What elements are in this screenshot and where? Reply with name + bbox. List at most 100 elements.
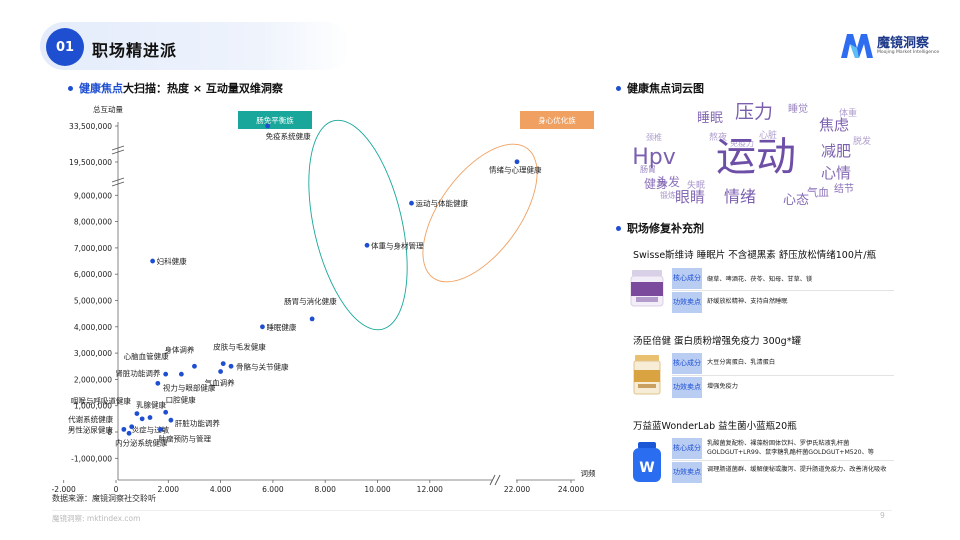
y-tick-label: 0 [107, 428, 112, 437]
x-tick-label: 4,000 [210, 485, 232, 492]
product-name: 万益蓝WonderLab 益生菌小蓝瓶20瓶 [633, 421, 797, 432]
scatter-point [192, 363, 197, 369]
y-tick-label: -1,000,000 [71, 454, 112, 463]
group-tag-gut-label: 肠免平衡族 [256, 115, 294, 125]
word-cloud: 运动Hpv压力焦虑睡眠减肥心情情绪眼睛心态健身头发气血结节睡觉肠胃锻炼失眠免疫力… [632, 101, 871, 208]
cloud-word: 免疫力 [730, 138, 754, 148]
cloud-word: 颈椎 [646, 132, 662, 142]
x-axis-break-mark [489, 474, 501, 486]
footer-divider [52, 510, 892, 511]
scatter-point [260, 324, 265, 330]
y-tick-label: 1,000,000 [74, 402, 112, 411]
point-label: 皮肤与毛发健康 [213, 342, 266, 352]
core-ingredient-text: 乳酸菌复配粉、裸藻粉固体饮料、罗伊氏粘液乳杆菌GOLDGUT+LR99、鼠李糖乳… [707, 440, 874, 456]
point-label: 妇科健康 [157, 256, 187, 266]
y-tick-label: 3,000,000 [74, 349, 112, 358]
point-label: 男性泌尿健康 [68, 424, 113, 434]
cloud-word: 心态 [783, 193, 809, 208]
scatter-point [309, 316, 315, 322]
y-tick-label: 6,000,000 [74, 270, 112, 279]
cloud-word: 肠胃 [640, 165, 656, 174]
scatter-point [178, 371, 184, 377]
function-tag: 功效卖点 [672, 377, 702, 398]
scatter-point [129, 424, 135, 430]
group-tag-mind [520, 111, 594, 129]
section-number-badge: 01 [46, 28, 84, 66]
cloud-word: 结节 [834, 182, 854, 195]
scatter-point [228, 363, 234, 369]
core-ingredient-tag: 核心成分 [672, 353, 702, 374]
x-tick-label: 22,000 [504, 485, 530, 492]
core-ingredient-tag: 核心成分 [672, 438, 702, 459]
group-ellipse-gut [308, 119, 408, 331]
scatter-point [147, 415, 153, 420]
point-label: 身体调养 [164, 344, 194, 354]
cloud-word: 睡觉 [788, 102, 808, 115]
scatter-point [218, 369, 224, 374]
x-tick-label: 12,000 [417, 485, 443, 492]
x-tick-label: 10,000 [364, 485, 390, 492]
logo-text: 魔镜洞察 [877, 36, 930, 51]
scatter-point [155, 380, 161, 386]
point-label: 免疫系统健康 [266, 131, 311, 141]
logo-subtext: Moojing Market Intelligence [877, 50, 940, 55]
section-title-rest: 大扫描：热度 × 互动量双维洞察 [123, 82, 283, 95]
protein-can-icon [633, 355, 661, 395]
y-tick-label: 2,000,000 [74, 375, 112, 384]
cloud-word: 熬夜 [709, 131, 727, 143]
scatter-point [220, 361, 226, 367]
point-label: 视力与眼部健康 [163, 382, 216, 392]
scatter-point [163, 409, 169, 415]
scatter-point [265, 123, 271, 129]
swisse-bottle-icon [630, 270, 664, 307]
core-ingredient-text: 缬草、啤酒花、茯苓、知母、甘草、镁 [707, 276, 813, 283]
scatter-point [364, 242, 370, 248]
tag-divider [672, 290, 894, 291]
x-tick-label: 2,000 [158, 485, 180, 492]
cloud-word: 气血 [807, 185, 829, 199]
point-label: 口腔健康 [166, 394, 196, 404]
cloud-word: 情绪 [724, 187, 756, 206]
group-tag-mind-label: 身心优化族 [538, 115, 576, 125]
y-tick-label: 8,000,000 [74, 218, 112, 227]
point-label: 内分泌系统健康 [115, 437, 168, 447]
cloud-word: 减肥 [821, 142, 851, 160]
point-label: 肝脏功能调养 [175, 418, 220, 428]
scatter-point [168, 417, 174, 423]
tag-divider [672, 375, 894, 376]
tag-divider [672, 460, 894, 461]
y-axis-title: 总互动量 [93, 104, 123, 114]
scatter-point [409, 200, 414, 206]
x-tick-label: 8,000 [314, 485, 336, 492]
scatter-point [121, 426, 127, 432]
section-title-highlight: 健康焦点 [79, 82, 123, 95]
group-tag-gut [238, 111, 312, 129]
cloud-word: 头发 [656, 174, 680, 189]
cloud-word: 压力 [735, 101, 773, 123]
data-source: 数据来源：魔镜洞察社交聆听 [52, 494, 156, 503]
point-label: 肠胃与消化健康 [284, 296, 337, 306]
point-label: 咽喉与呼吸道健康 [71, 396, 131, 406]
y-tick-label: 7,000,000 [74, 244, 112, 253]
cloud-word: 锻炼 [660, 190, 676, 200]
y-tick-label: 33,500,000 [69, 122, 112, 131]
point-label: 运动与体能健康 [415, 198, 468, 208]
page-title: 职场精进派 [92, 41, 178, 60]
function-text: 舒缓放松精神、支持自然睡眠 [707, 298, 788, 305]
point-label: 肿瘤预防与管理 [158, 433, 211, 443]
core-ingredient-text: 大豆分离蛋白、乳清蛋白 [707, 359, 776, 366]
cloud-word: 睡眠 [697, 111, 723, 126]
cloud-word: 脱发 [853, 135, 871, 147]
wordcloud-title-text: 健康焦点词云图 [627, 82, 704, 95]
page-number: 9 [880, 511, 885, 520]
point-label: 体重与身材管理 [371, 240, 424, 250]
cloud-word: 失眠 [687, 179, 705, 191]
core-ingredient-tag: 核心成分 [672, 268, 702, 289]
footer-text: 魔镜洞察: mktindex.com [52, 514, 141, 523]
probiotic-bottle-icon: W [633, 442, 661, 482]
cloud-word: Hpv [632, 145, 676, 170]
function-text: 增强免疫力 [707, 383, 738, 390]
scatter-point [158, 426, 163, 432]
cloud-word: 运动 [716, 134, 796, 180]
function-text: 调理肠道菌群、缓解便秘或腹泻、提升肠道免疫力、改善消化吸收 [707, 466, 887, 473]
